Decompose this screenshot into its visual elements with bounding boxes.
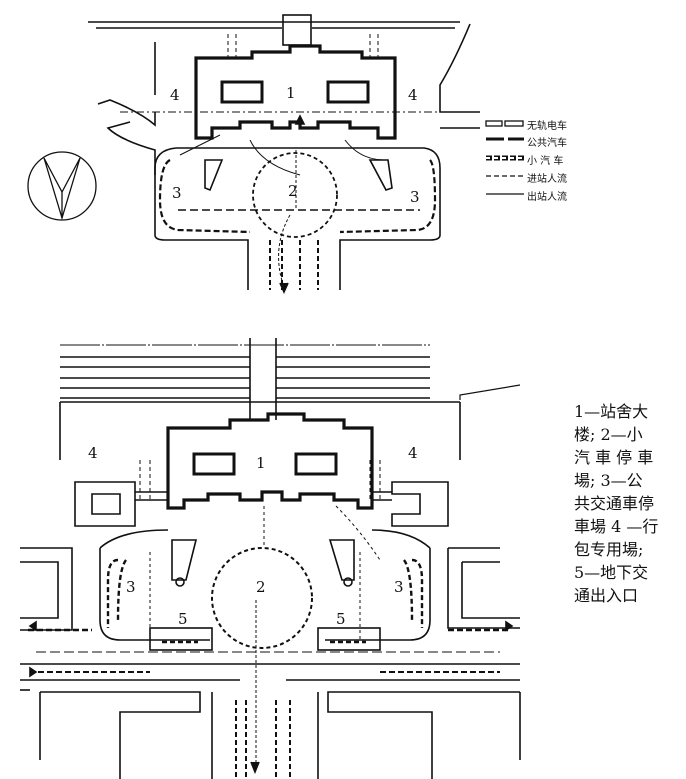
north-arrow: [27, 151, 97, 221]
caption-line: 5—地下交: [574, 563, 649, 582]
caption-line: 車場 4 —行: [574, 517, 659, 536]
caption-line: 楼; 2—小: [574, 425, 643, 444]
caption-line: 1—站舍大: [574, 402, 649, 421]
parcel-block-left: [74, 481, 136, 527]
top-car-park-loop: [252, 152, 338, 238]
bottom-label-bus-park-left: 3: [126, 578, 136, 596]
underpass-entrance-right: [317, 627, 381, 651]
caption-line: 共交通車停: [574, 494, 655, 513]
legend-outbound: 出站人流: [527, 192, 567, 203]
top-plan: [88, 14, 480, 294]
bottom-window-left: [192, 452, 236, 476]
island-left: [171, 539, 198, 581]
top-entrance-stub: [282, 14, 312, 46]
legend-car: 小 汽 车: [527, 156, 564, 167]
top-window-left: [220, 80, 264, 104]
top-label-bus-park-left: 3: [172, 184, 182, 202]
underpass-entrance-left: [149, 627, 213, 651]
legend-inbound: 进站人流: [527, 174, 567, 185]
top-label-parcel-right: 4: [408, 86, 418, 104]
parcel-block-right: [391, 481, 449, 527]
caption-line: 汽 車 停 車: [574, 448, 654, 467]
top-label-parcel-left: 4: [170, 86, 180, 104]
bottom-label-bus-park-right: 3: [394, 578, 404, 596]
bottom-car-park-loop: [211, 547, 313, 649]
top-label-station: 1: [286, 84, 296, 102]
caption-line: 包专用場;: [574, 540, 644, 559]
bottom-label-underpass-left: 5: [178, 610, 188, 628]
figure-caption: 1—站舍大 楼; 2—小 汽 車 停 車 場; 3—公 共交通車停 車場 4 —…: [574, 400, 680, 607]
top-window-right: [326, 80, 370, 104]
bottom-label-car-park: 2: [256, 578, 266, 596]
legend-trolleybus: 无轨电车: [527, 121, 567, 132]
top-label-bus-park-right: 3: [410, 188, 420, 206]
bottom-label-parcel-left: 4: [88, 444, 98, 462]
bottom-station-building: [166, 412, 374, 510]
top-label-car-park: 2: [288, 182, 298, 200]
bottom-window-right: [294, 452, 338, 476]
bottom-plan: [20, 338, 521, 779]
legend-symbols: [485, 120, 524, 195]
bottom-label-parcel-right: 4: [408, 444, 418, 462]
caption-line: 場; 3—公: [574, 471, 643, 490]
bottom-label-station: 1: [256, 454, 266, 472]
legend-bus: 公共汽车: [527, 138, 567, 149]
island-right: [328, 539, 355, 581]
caption-line: 通出入口: [574, 586, 639, 605]
top-station-building: [194, 44, 397, 140]
bottom-label-underpass-right: 5: [336, 610, 346, 628]
